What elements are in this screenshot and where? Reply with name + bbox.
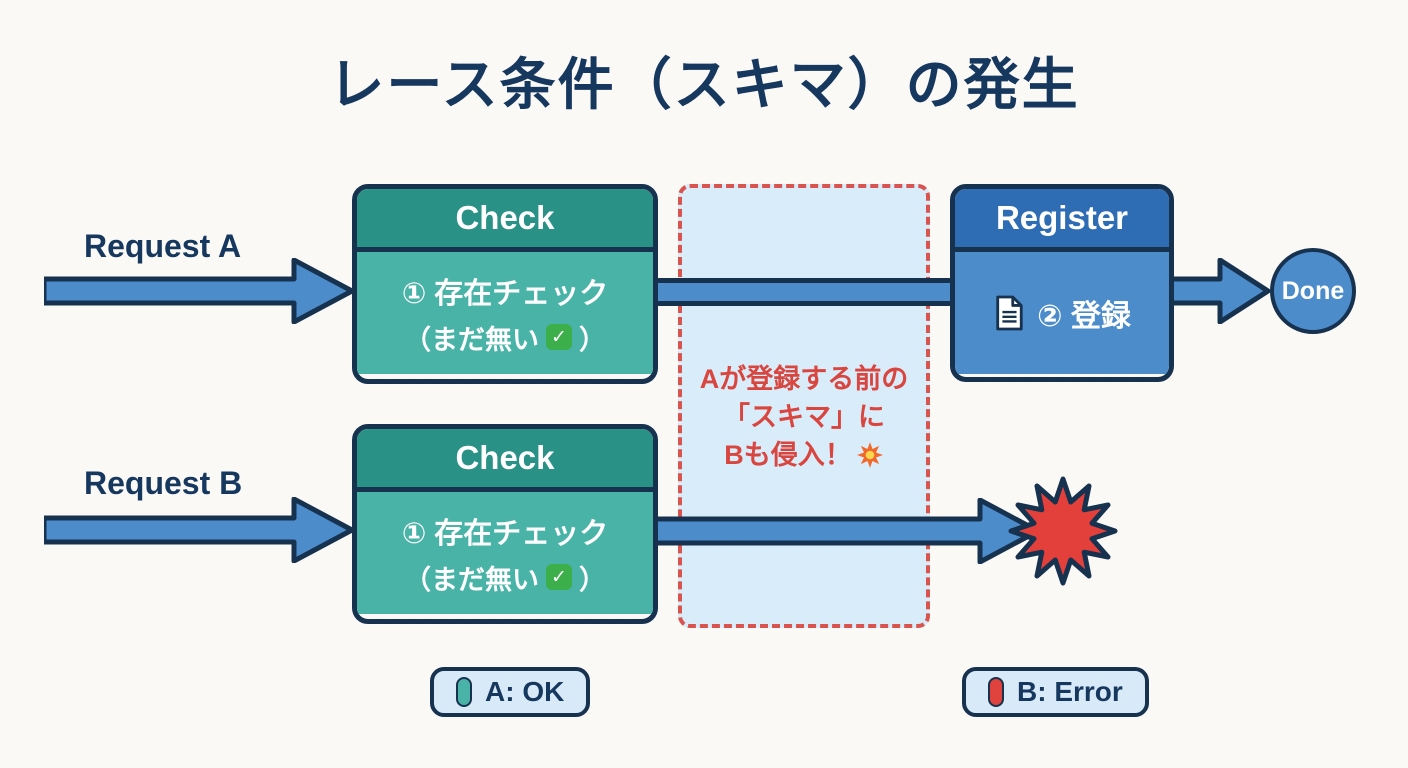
register-label: ② 登録 (1037, 300, 1131, 333)
check-a-line1: ① 存在チェック (401, 277, 609, 310)
request-a-label: Request A (84, 228, 242, 264)
check-a-to-register-connector (640, 278, 970, 306)
legend-b-pill-icon (988, 677, 1004, 707)
race-gap-box: Aが登録する前の 「スキマ」に Bも侵入！ (678, 184, 930, 628)
register-box: Register ② 登録 (950, 184, 1174, 382)
gap-note-line1: Aが登録する前の (699, 364, 909, 394)
gap-note-line3: Bも侵入！ (724, 436, 884, 474)
check-ok-icon: ✓ (546, 324, 572, 350)
register-body: ② 登録 (955, 252, 1169, 374)
legend-b: B: Error (962, 667, 1149, 717)
document-icon (996, 295, 1023, 331)
check-a-line2-suffix: ） (579, 324, 606, 355)
legend-a-pill-icon (456, 677, 472, 707)
check-a-line2: （まだ無い ✓ ） (404, 318, 606, 357)
request-b-arrow (44, 497, 354, 563)
register-header: Register (955, 189, 1169, 252)
request-b-label: Request B (84, 465, 243, 501)
check-b-line2-suffix: ） (579, 564, 606, 595)
check-box-a: Check ① 存在チェック （まだ無い ✓ ） (352, 184, 658, 384)
check-b-line2-prefix: （まだ無い (404, 564, 539, 595)
gap-note-line2: 「スキマ」に (723, 402, 885, 432)
diagram-title: レース条件（スキマ）の発生 (328, 53, 1080, 116)
check-b-line1: ① 存在チェック (401, 517, 609, 550)
check-b-header: Check (357, 429, 653, 492)
check-ok-icon: ✓ (546, 564, 572, 590)
check-b-to-error-arrow (640, 498, 1040, 564)
check-b-line2: （まだ無い ✓ ） (404, 558, 606, 597)
legend-a-label: A: OK (485, 676, 565, 707)
register-to-done-arrow (1168, 258, 1270, 324)
check-a-header: Check (357, 189, 653, 252)
legend-a: A: OK (430, 667, 591, 717)
check-b-body: ① 存在チェック （まだ無い ✓ ） (357, 492, 653, 614)
gap-note-line3-text: Bも侵入！ (724, 440, 852, 470)
explosion-icon (856, 442, 883, 468)
check-a-line2-prefix: （まだ無い (404, 324, 539, 355)
legend-b-label: B: Error (1017, 676, 1123, 707)
request-a-arrow (44, 258, 354, 324)
check-box-b: Check ① 存在チェック （まだ無い ✓ ） (352, 424, 658, 624)
check-a-body: ① 存在チェック （まだ無い ✓ ） (357, 252, 653, 374)
error-burst-icon (1008, 476, 1118, 586)
done-node: Done (1270, 248, 1356, 334)
